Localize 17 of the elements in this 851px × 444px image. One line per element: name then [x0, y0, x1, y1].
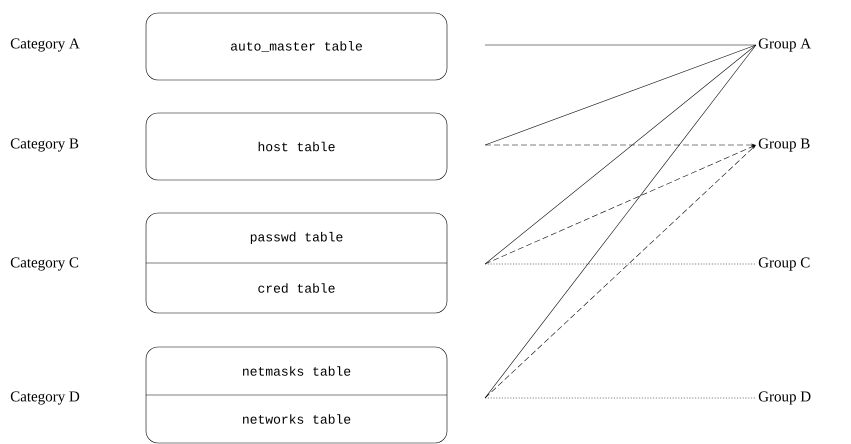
- table-box: netmasks table networks table: [146, 346, 448, 444]
- group-label: Group A: [758, 38, 811, 52]
- category-label: Category D: [10, 391, 80, 405]
- group-label: Group D: [758, 391, 810, 405]
- group-label: Group C: [758, 257, 810, 271]
- category-label: Category B: [10, 138, 78, 152]
- connector-line: [484, 145, 756, 398]
- table-box: host table: [146, 112, 448, 180]
- connector-line: [484, 44, 756, 264]
- group-label: Group B: [758, 138, 810, 152]
- connector-line: [484, 44, 756, 46]
- connector-line: [484, 44, 756, 398]
- table-box: passwd table cred table: [146, 212, 448, 314]
- connector-line: [484, 44, 756, 146]
- table-box: auto_master table: [146, 12, 448, 80]
- category-label: Category C: [10, 257, 78, 271]
- category-label: Category A: [10, 38, 80, 52]
